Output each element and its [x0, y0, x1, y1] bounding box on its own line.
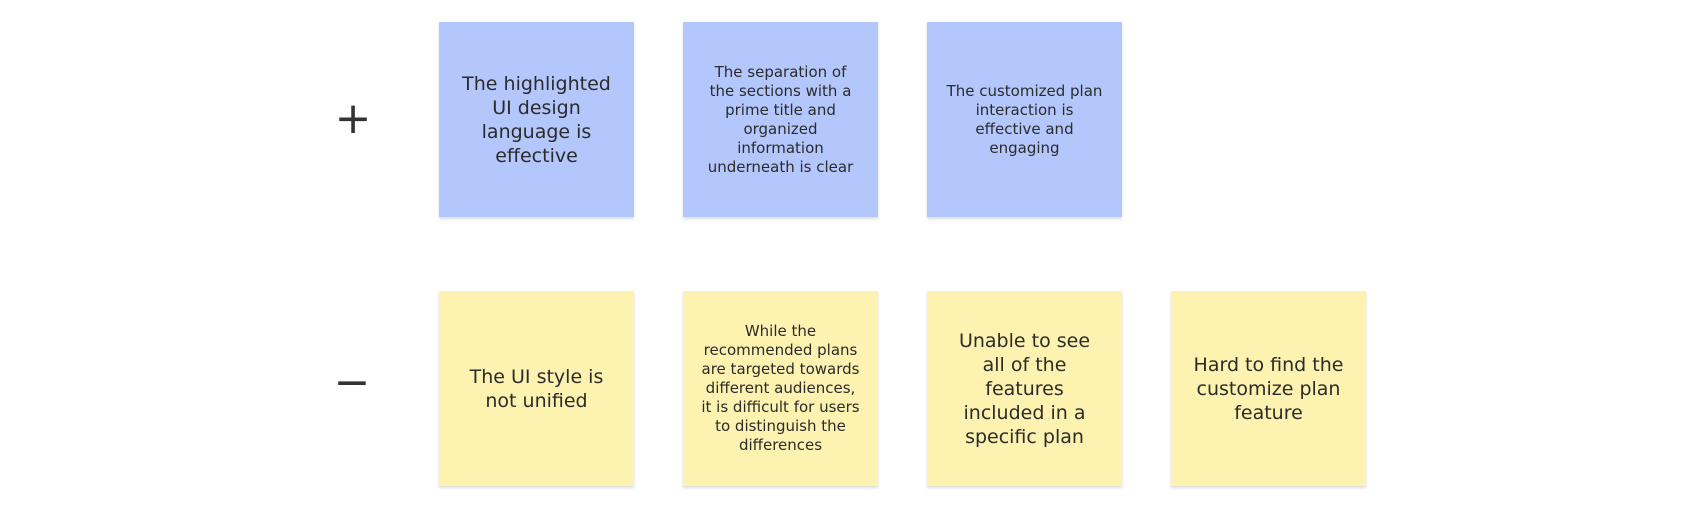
sticky-note-text: While the recommended plans are targeted…: [701, 322, 860, 454]
sticky-note-negative-1[interactable]: The UI style is not unified: [439, 291, 634, 486]
sticky-note-negative-4[interactable]: Hard to find the customize plan feature: [1171, 291, 1366, 486]
sticky-note-text: The customized plan interaction is effec…: [946, 81, 1103, 157]
sticky-note-text: Unable to see all of the features includ…: [958, 329, 1091, 448]
plus-sign: +: [334, 93, 372, 144]
sticky-note-positive-3[interactable]: The customized plan interaction is effec…: [927, 22, 1122, 217]
sticky-note-positive-1[interactable]: The highlighted UI design language is ef…: [439, 22, 634, 217]
sticky-note-text: Hard to find the customize plan feature: [1193, 353, 1344, 424]
sticky-note-text: The highlighted UI design language is ef…: [462, 72, 611, 167]
sticky-note-text: The separation of the sections with a pr…: [707, 62, 854, 176]
sticky-note-positive-2[interactable]: The separation of the sections with a pr…: [683, 22, 878, 217]
sticky-note-negative-3[interactable]: Unable to see all of the features includ…: [927, 291, 1122, 486]
sticky-note-text: The UI style is not unified: [469, 365, 604, 412]
sticky-note-negative-2[interactable]: While the recommended plans are targeted…: [683, 291, 878, 486]
minus-sign: −: [333, 357, 371, 408]
